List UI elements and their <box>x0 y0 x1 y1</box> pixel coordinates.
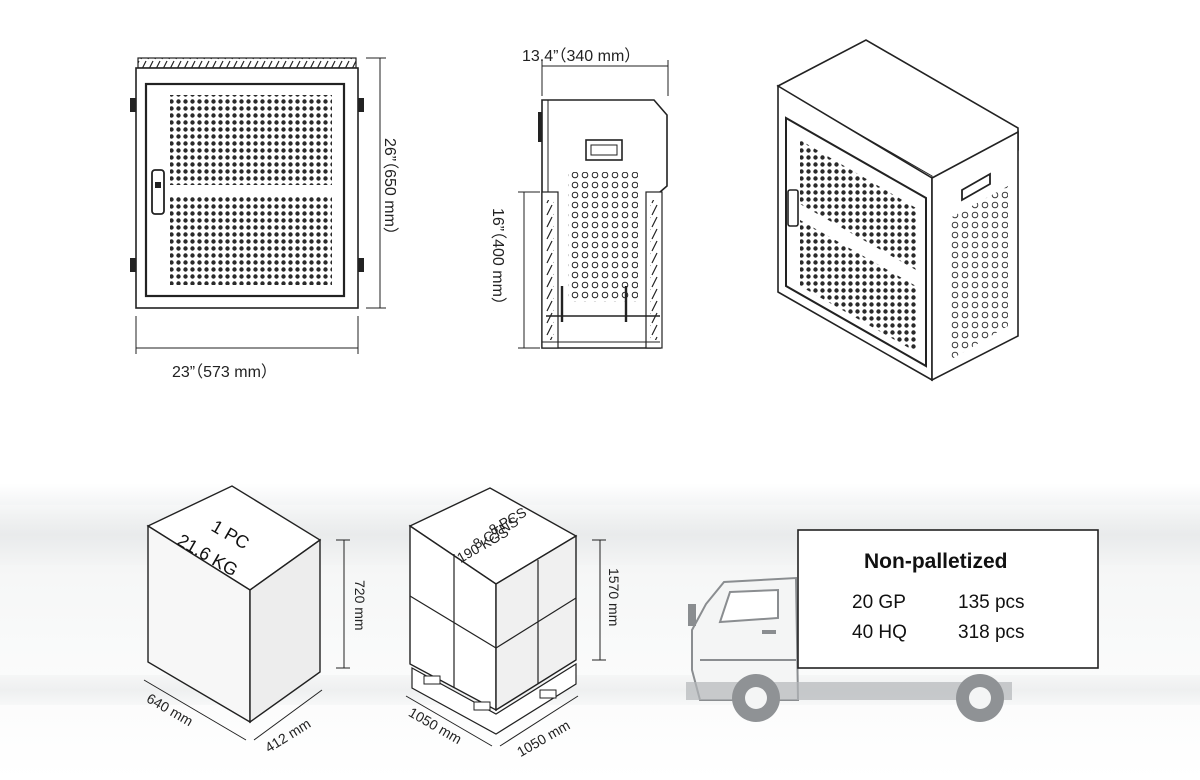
truck-cargo-box <box>797 529 1099 669</box>
shipping-row-40hq-container: 40 HQ <box>852 622 907 643</box>
shipping-title: Non-palletized <box>864 550 1008 573</box>
carton-height-label: 720 mm <box>352 580 368 631</box>
side-dimension-lines <box>518 60 669 349</box>
side-depth-label: 13.4”（340 mm） <box>522 48 641 65</box>
front-height-label: 26”（650 mm） <box>381 138 398 243</box>
delivery-truck <box>686 576 1012 722</box>
front-dimension-lines <box>135 57 386 354</box>
cabinet-isometric-view <box>776 39 1019 382</box>
pallet-dimension-lines <box>405 539 606 747</box>
single-carton-dimension-lines <box>143 539 350 741</box>
cabinet-front-view <box>130 57 364 309</box>
cabinet-side-view <box>538 99 668 349</box>
shipping-row-20gp-qty: 135 pcs <box>958 592 1025 613</box>
single-carton-box <box>146 485 322 724</box>
front-width-label: 23”（573 mm） <box>172 364 277 381</box>
pallet-height-label: 1570 mm <box>606 568 622 627</box>
shipping-row-40hq-qty: 318 pcs <box>958 622 1025 643</box>
shipping-row-20gp-container: 20 GP <box>852 592 906 613</box>
pallet-stack <box>408 487 578 735</box>
side-inner-height-label: 16”（400 mm） <box>489 208 506 313</box>
